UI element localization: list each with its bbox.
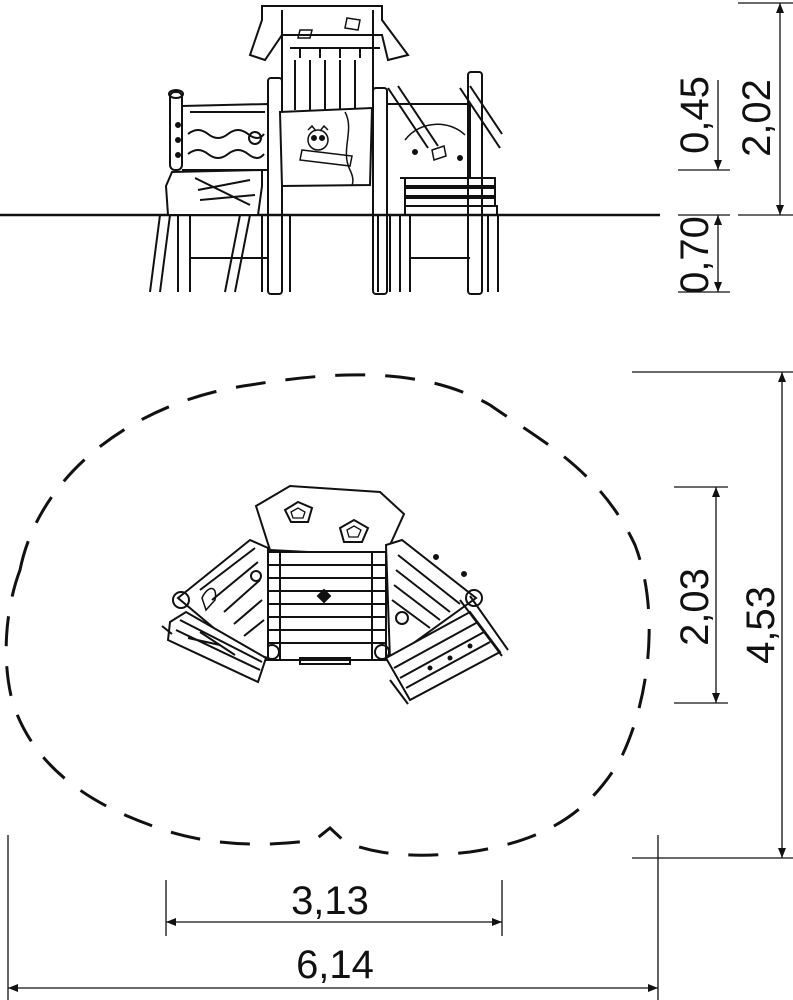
side-elevation	[0, 5, 660, 295]
dim-equipment-depth: 2,03	[673, 568, 717, 646]
dim-safety-width: 6,14	[296, 943, 374, 987]
dim-equipment-width: 3,13	[291, 879, 369, 923]
tower-roof	[248, 5, 410, 62]
pentagon-grip-icon	[338, 518, 370, 543]
center-deck	[264, 551, 390, 665]
safety-zone-outline	[4, 373, 651, 857]
buried-posts	[261, 215, 391, 292]
left-wing-plan	[161, 538, 269, 684]
tower-posts	[267, 10, 388, 295]
left-platform	[168, 89, 269, 292]
plan-view	[4, 373, 651, 857]
dim-platform-height: 0,70	[673, 216, 717, 294]
side-dimensions: 2,02 0,45 0,70	[673, 2, 793, 294]
right-platform	[387, 71, 503, 295]
right-wing-plan	[384, 538, 509, 705]
plan-dimensions-horizontal: 3,13 6,14	[7, 835, 659, 1000]
animal-motif-icon	[307, 124, 329, 151]
left-ladder	[149, 168, 263, 293]
tower-roof-plan	[254, 484, 406, 558]
dim-roof-height: 0,45	[673, 76, 717, 154]
dim-total-height: 2,02	[735, 79, 779, 157]
center-panel	[278, 106, 374, 188]
dim-safety-depth: 4,53	[739, 586, 783, 664]
plan-dimensions-vertical: 4,53 2,03	[632, 371, 793, 859]
pentagon-grip-icon	[283, 500, 314, 523]
